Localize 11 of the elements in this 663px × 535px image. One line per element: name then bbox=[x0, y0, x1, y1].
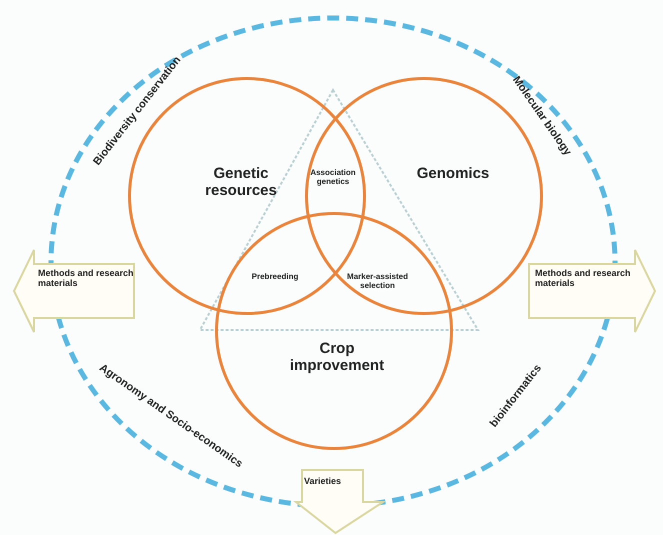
overlap-label: Prebreeding bbox=[250, 272, 300, 281]
topic-title: Crop improvement bbox=[288, 340, 386, 374]
topic-title: Genetic resources bbox=[204, 165, 278, 199]
overlap-label: Marker-assisted selection bbox=[346, 272, 409, 290]
block-arrow bbox=[12, 248, 138, 334]
overlap-label: Association genetics bbox=[309, 168, 357, 186]
arrow-label: Varieties bbox=[304, 476, 342, 486]
block-arrow bbox=[527, 248, 657, 334]
topic-title: Genomics bbox=[416, 165, 490, 182]
arrow-label: Methods and research materials bbox=[38, 268, 134, 288]
arrow-label: Methods and research materials bbox=[535, 268, 631, 288]
